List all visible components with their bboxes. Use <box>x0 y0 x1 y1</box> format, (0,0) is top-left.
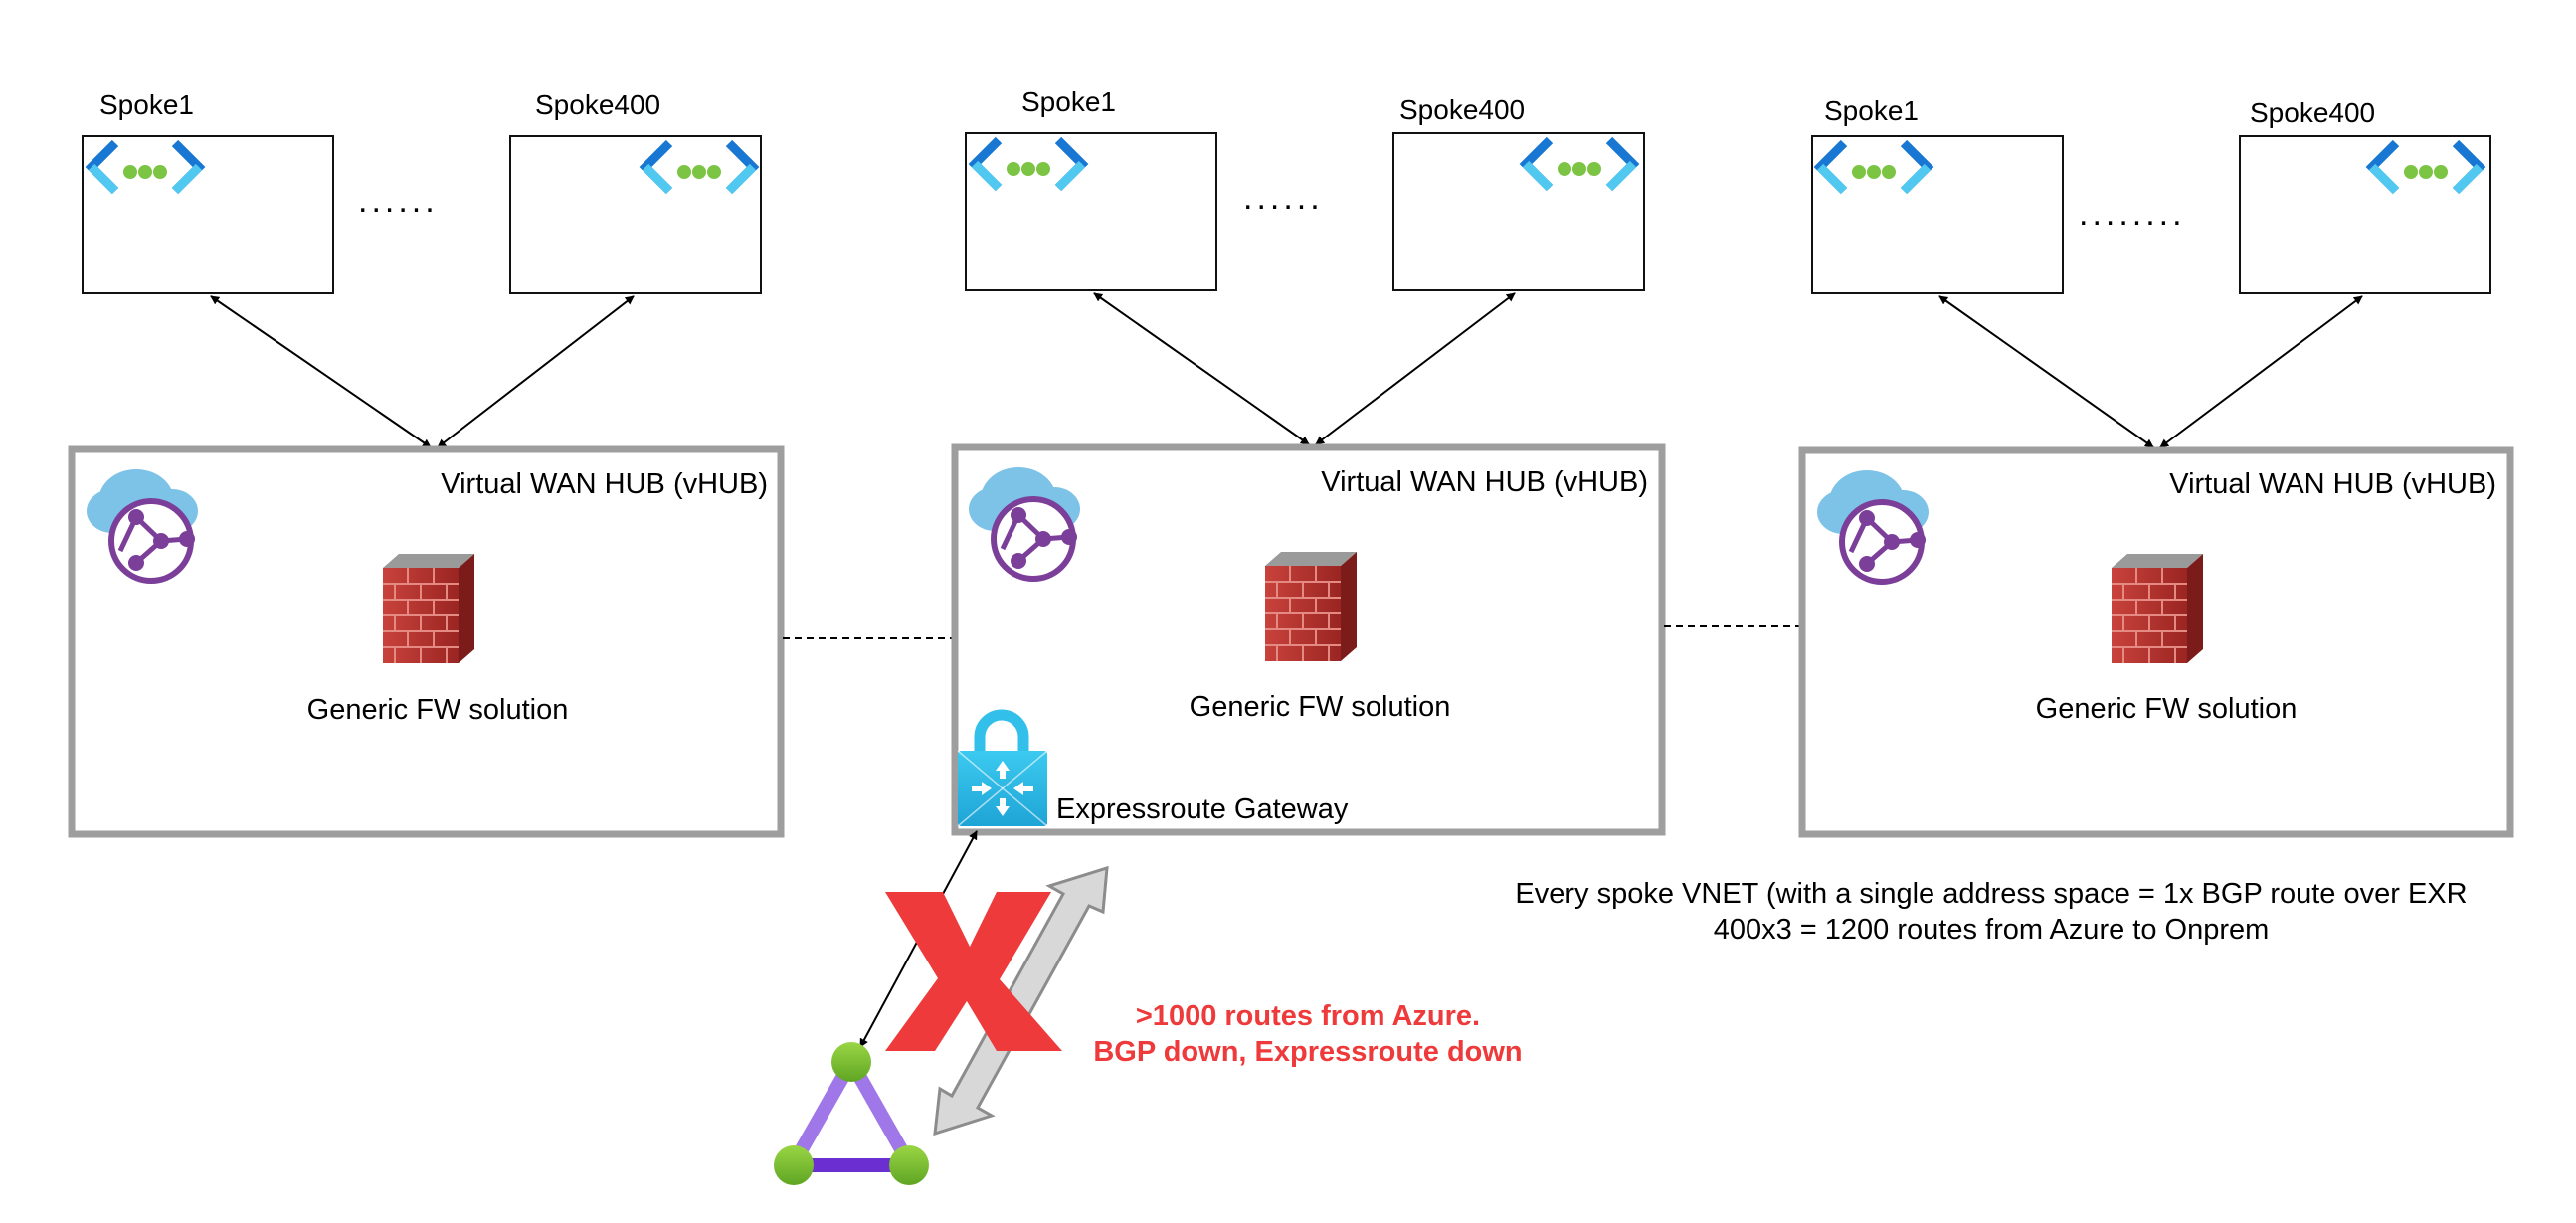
firewall-label: Generic FW solution <box>1190 691 1451 723</box>
virtual-network-icon <box>968 136 1089 192</box>
virtual-network-icon <box>639 139 760 195</box>
spoke-label: Spoke400 <box>535 89 660 120</box>
spoke-label: Spoke1 <box>1824 95 1919 126</box>
firewall-label: Generic FW solution <box>307 694 569 726</box>
spoke-label: Spoke1 <box>1021 87 1116 117</box>
spoke-box <box>82 135 334 294</box>
ellipsis: ........ <box>2079 195 2186 233</box>
virtual-network-icon <box>85 139 206 195</box>
red-x-icon <box>885 892 1062 1051</box>
onprem-network-icon <box>774 1042 929 1185</box>
spoke-hub-connector <box>1938 295 2154 448</box>
vhub-label: Virtual WAN HUB (vHUB) <box>1321 466 1648 498</box>
spoke-box <box>1392 132 1645 291</box>
route-count-note-line2: 400x3 = 1200 routes from Azure to Onprem <box>1714 914 2270 946</box>
hub-group-1: Spoke1 Spoke400 ...... Virtual WAN HUB (… <box>951 87 1666 836</box>
virtual-network-icon <box>2365 139 2486 195</box>
virtual-wan-icon <box>87 469 198 584</box>
spoke-box <box>1811 135 2064 294</box>
spoke-box <box>509 135 762 294</box>
firewall-icon <box>1265 552 1357 661</box>
spoke-hub-connector <box>437 295 635 448</box>
vhub-label: Virtual WAN HUB (vHUB) <box>2169 468 2496 500</box>
firewall-icon <box>2112 554 2203 663</box>
spoke-hub-connector <box>2159 295 2363 448</box>
spoke-box <box>965 132 1217 291</box>
expressroute-gateway-icon <box>957 709 1048 827</box>
ellipsis: ...... <box>1243 179 1324 217</box>
spoke-label: Spoke400 <box>1399 94 1525 125</box>
spoke-label: Spoke400 <box>2250 97 2375 128</box>
spoke-box <box>2239 135 2491 294</box>
hub-group-0: Spoke1 Spoke400 ...... Virtual WAN HUB (… <box>68 89 785 838</box>
spoke-hub-connector <box>210 295 432 448</box>
firewall-icon <box>383 554 474 663</box>
big-double-arrow-icon <box>933 865 1109 1136</box>
warning-line2: BGP down, Expressroute down <box>1093 1036 1522 1068</box>
virtual-wan-icon <box>969 467 1080 582</box>
virtual-network-icon <box>1813 139 1934 195</box>
spoke-label: Spoke1 <box>99 89 194 120</box>
spoke-hub-connector <box>1093 292 1310 445</box>
warning-line1: >1000 routes from Azure. <box>1136 1000 1480 1032</box>
hub-group-2: Spoke1 Spoke400 ........ Virtual WAN HUB… <box>1798 95 2514 838</box>
route-count-note-line1: Every spoke VNET (with a single address … <box>1515 878 2467 910</box>
firewall-label: Generic FW solution <box>2036 693 2298 725</box>
gateway-label: Expressroute Gateway <box>1056 793 1349 825</box>
vhub-label: Virtual WAN HUB (vHUB) <box>441 468 768 500</box>
ellipsis: ...... <box>358 182 439 220</box>
virtual-wan-icon <box>1817 470 1929 585</box>
spoke-hub-connector <box>1315 292 1516 445</box>
virtual-network-icon <box>1519 136 1640 192</box>
